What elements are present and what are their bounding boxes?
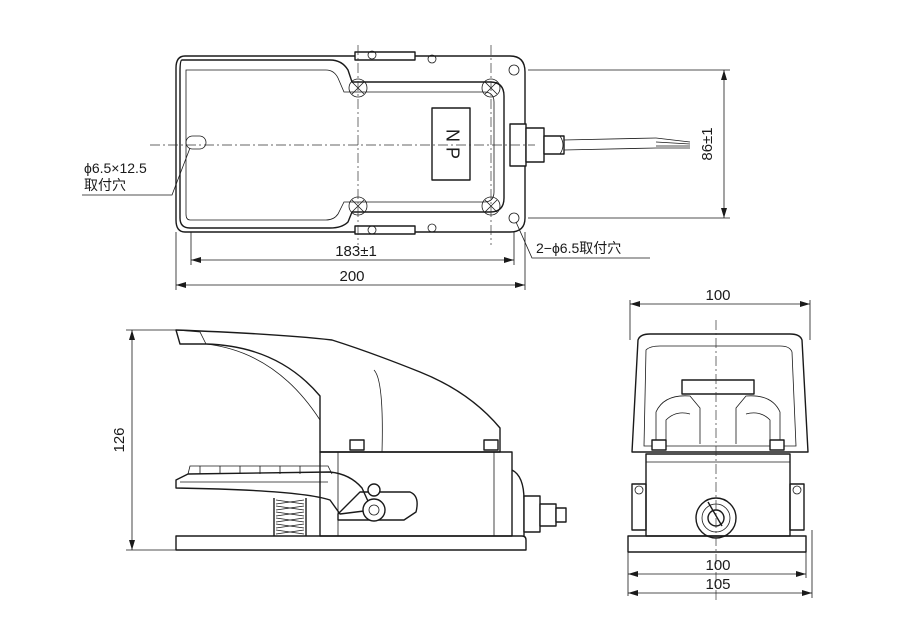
label-plate-text: N P xyxy=(442,129,462,159)
dim-inner-width: 183±1 xyxy=(335,243,377,260)
dim-front-top-width: 100 xyxy=(705,287,730,304)
dim-side-height: 126 xyxy=(111,427,128,452)
dim-slot-hole-note: 取付穴 xyxy=(84,177,126,193)
dim-total-width: 200 xyxy=(339,268,364,285)
side-view: 126 xyxy=(111,329,567,551)
dim-mount-holes: 2−ϕ6.5取付穴 xyxy=(536,240,621,256)
dim-height-top: 86±1 xyxy=(699,127,716,160)
dim-front-total: 105 xyxy=(705,576,730,593)
spring-icon xyxy=(273,498,307,536)
front-view: 100 100 105 xyxy=(627,287,813,600)
dim-front-bottom-inner: 100 xyxy=(705,557,730,574)
dim-slot-hole: ϕ6.5×12.5 xyxy=(84,160,147,176)
top-view: N P 86±1 183±1 200 ϕ6.5×12.5 取付穴 2−ϕ6.5取… xyxy=(82,45,730,290)
